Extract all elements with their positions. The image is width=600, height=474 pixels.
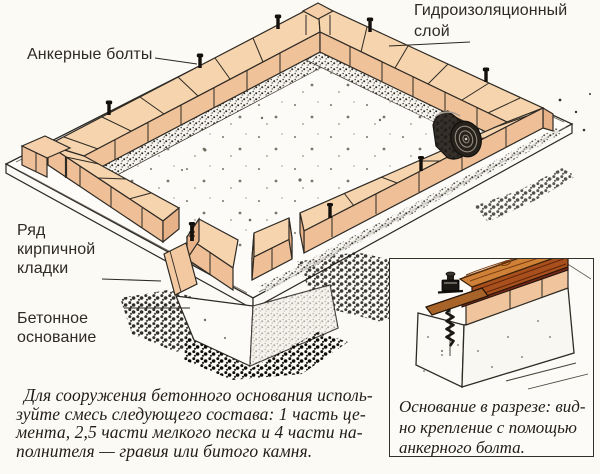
- label-anchor-bolts: Анкерные болты: [27, 46, 153, 63]
- label-brick-row: Ряд кирпичной кладки: [17, 222, 96, 277]
- leader-lines: [101, 41, 471, 309]
- anchor-bolt-icon: [366, 17, 374, 32]
- leaning-brick: [163, 242, 198, 296]
- anchor-bolt-icon: [188, 222, 196, 241]
- ground-shadow-front: [184, 93, 591, 380]
- label-waterproofing: Гидроизоляционный слой: [414, 2, 568, 40]
- anchor-bolt-icon: [327, 203, 333, 218]
- waterproofing-roll: [432, 110, 482, 160]
- leader-anchor-bolts: [154, 57, 198, 65]
- mixture-note: Для сооружения бетонного основания испол…: [16, 385, 373, 461]
- slab-band-gravel-strip: [260, 128, 562, 292]
- anchor-bolt-icon: [105, 100, 113, 115]
- concrete-pedestal: [175, 284, 339, 367]
- leader-brick-row: [101, 278, 162, 282]
- anchor-bolt-icon: [196, 53, 204, 68]
- anchor-bolt-icon: [418, 156, 424, 171]
- foundation-diagram: [4, 2, 591, 380]
- corner-brick-back: [301, 2, 335, 35]
- anchor-bolts-group: [105, 14, 490, 241]
- inset-anchor-bolt: [425, 271, 489, 356]
- brick-row-front-left: [47, 143, 239, 296]
- label-concrete-base: Бетонное основание: [17, 310, 97, 346]
- corner-brick-left: [20, 135, 72, 178]
- inset-cross-section: [415, 244, 592, 390]
- anchor-bolt-icon: [274, 14, 282, 29]
- brick-ring: [20, 2, 554, 296]
- inset-caption: Основание в разрезе: вид- но крепление с…: [399, 397, 586, 457]
- leader-waterproofing: [388, 41, 471, 47]
- inset-box: Основание в разрезе: вид- но крепление с…: [389, 244, 594, 457]
- anchor-bolt-icon: [482, 67, 490, 82]
